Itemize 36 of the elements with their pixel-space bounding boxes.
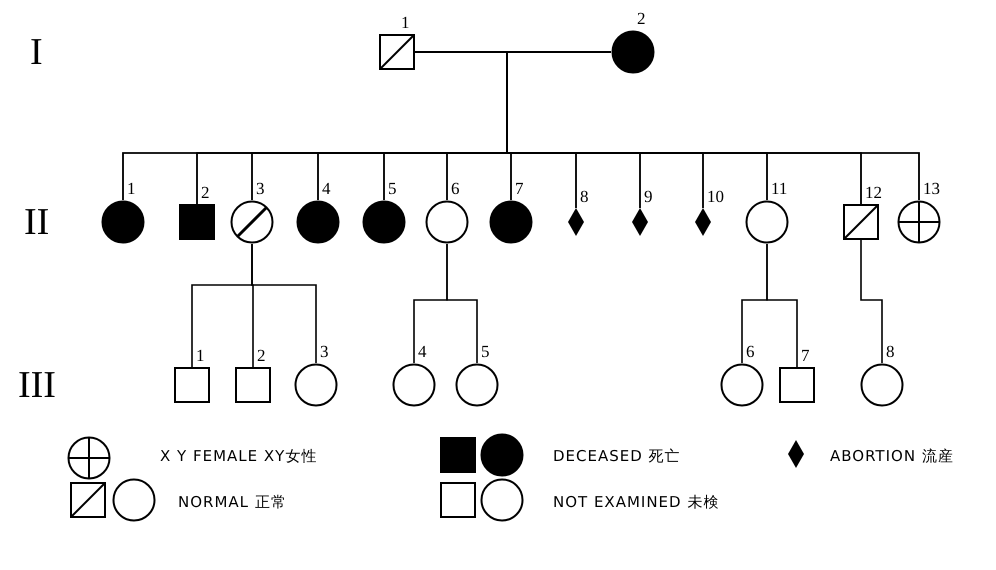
individual-number: 7 xyxy=(801,347,810,365)
individual-number: 11 xyxy=(771,180,788,198)
individual-number: 1 xyxy=(401,14,410,32)
individual-number: 5 xyxy=(388,180,396,198)
individual-number: 8 xyxy=(580,188,588,206)
pedigree-line xyxy=(860,240,883,363)
pedigree-line xyxy=(446,244,478,363)
individual-number: 2 xyxy=(637,10,646,28)
legend-text: X Y FEMALE XY女性 xyxy=(160,446,318,466)
individual-number: 4 xyxy=(322,180,330,198)
legend-text: DECEASED 死亡 xyxy=(553,446,681,466)
individual-number: 3 xyxy=(256,180,264,198)
individual-number: 13 xyxy=(923,180,940,198)
generation-numeral: III xyxy=(18,365,56,405)
individual-number: 8 xyxy=(886,343,894,361)
individual-number: 1 xyxy=(127,180,136,198)
individual-number: 4 xyxy=(418,343,426,361)
legend-text: ABORTION 流産 xyxy=(830,446,954,466)
individual-number: 3 xyxy=(320,343,328,361)
individual-number: 2 xyxy=(257,347,266,365)
individual-number: 10 xyxy=(707,188,724,206)
legend-text: NOT EXAMINED 未検 xyxy=(553,492,720,512)
individual-number: 7 xyxy=(515,180,524,198)
pedigree-line xyxy=(506,51,920,200)
pedigree-line xyxy=(766,244,798,367)
individual-number: 1 xyxy=(196,347,204,365)
legend-text: NORMAL 正常 xyxy=(178,492,287,512)
individual-number: 9 xyxy=(644,188,652,206)
individual-number: 5 xyxy=(481,343,490,361)
pedigree-line xyxy=(251,244,317,363)
individual-number: 12 xyxy=(865,184,882,202)
generation-numeral: II xyxy=(24,202,50,242)
individual-number: 2 xyxy=(201,184,210,202)
individual-number: 6 xyxy=(451,180,460,198)
individual-number: 6 xyxy=(746,343,754,361)
generation-numeral: I xyxy=(30,32,43,72)
